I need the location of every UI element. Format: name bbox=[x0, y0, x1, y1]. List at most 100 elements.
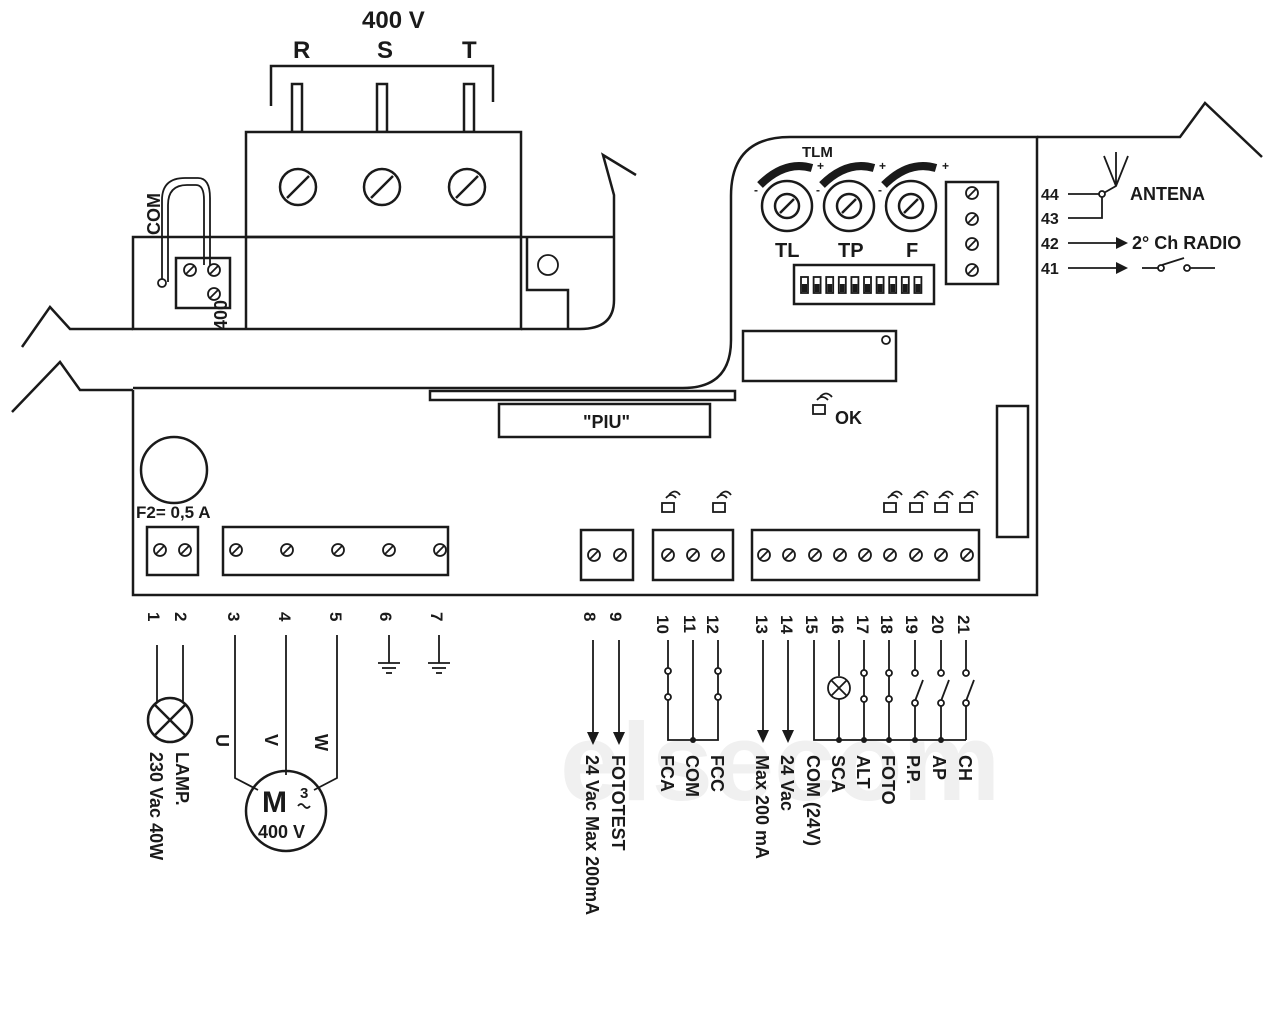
terminal-number: 1 bbox=[144, 612, 163, 621]
terminal-number: 5 bbox=[326, 612, 345, 621]
svg-text:+: + bbox=[817, 159, 824, 173]
fototest-label: FOTOTEST bbox=[608, 755, 628, 851]
antenna-label: ANTENA bbox=[1130, 184, 1205, 204]
terminal-number: 9 bbox=[606, 612, 625, 621]
screw-icon bbox=[909, 548, 923, 562]
trimmer-group-label: TLM bbox=[802, 144, 833, 161]
piu-label: "PIU" bbox=[583, 412, 630, 432]
junction-dot bbox=[938, 737, 944, 743]
dip-switch-lever bbox=[877, 284, 883, 292]
antenna-icon bbox=[1098, 152, 1129, 198]
phase-r: R bbox=[293, 37, 310, 64]
dip-switch-lever bbox=[827, 284, 833, 292]
transformer-com-label: COM bbox=[144, 193, 164, 235]
terminal-number: 8 bbox=[580, 612, 599, 621]
led-icon bbox=[883, 490, 903, 513]
radio-terminal-42: 42 bbox=[1041, 236, 1059, 253]
screw-icon bbox=[960, 548, 974, 562]
fototest-spec-label: 24 Vac Max 200mA bbox=[582, 755, 602, 915]
supply-section: 400 V R S T bbox=[244, 7, 523, 239]
trimmer-section: TLM -+ -+ -+ TL TP F bbox=[754, 144, 949, 262]
side-connector bbox=[995, 404, 1030, 539]
fuse-holder bbox=[139, 435, 209, 505]
trimmer-tl-label: TL bbox=[775, 240, 799, 262]
fototest-circuit: FOTOTEST 24 Vac Max 200mA bbox=[582, 640, 628, 915]
radio-contact-switch-icon bbox=[1142, 257, 1215, 272]
screw-icon bbox=[382, 543, 396, 557]
dip-switch bbox=[837, 276, 847, 294]
junction-dot bbox=[886, 737, 892, 743]
led-icon bbox=[909, 490, 929, 513]
pp-label: P.P. bbox=[903, 755, 923, 784]
transformer-section: COM 400 bbox=[131, 152, 637, 331]
screw-icon bbox=[833, 548, 847, 562]
screw-icon bbox=[613, 548, 627, 562]
motor-icon bbox=[244, 769, 328, 853]
com-label: COM bbox=[682, 755, 702, 797]
junction-dot bbox=[861, 737, 867, 743]
max-current-label: Max 200 mA bbox=[752, 755, 772, 859]
dip-switch-lever bbox=[865, 284, 870, 292]
screw-icon bbox=[965, 263, 979, 277]
svg-text:+: + bbox=[879, 159, 886, 173]
screw-icon bbox=[965, 186, 979, 200]
radio-terminal-44: 44 bbox=[1041, 187, 1059, 204]
terminal-block-8-9 bbox=[579, 528, 635, 582]
terminal-numbers: 1 2 3 4 5 6 7 8 9 10 11 12 13 14 15 16 1… bbox=[144, 612, 973, 634]
command-inputs-circuit: COM (24V) SCA ALT FOTO P.P. AP CH bbox=[803, 640, 975, 846]
terminal-number: 14 bbox=[777, 615, 796, 634]
dip-switch-lever bbox=[839, 284, 845, 292]
earth-icon bbox=[428, 635, 450, 674]
screw-icon bbox=[661, 548, 675, 562]
supply-screws bbox=[278, 167, 487, 207]
radio-terminal-43: 43 bbox=[1041, 211, 1059, 228]
dip-switch bbox=[913, 276, 923, 294]
radio-terminal-block bbox=[944, 180, 1000, 286]
terminal-number: 15 bbox=[802, 615, 821, 634]
fcc-label: FCC bbox=[707, 755, 727, 792]
dip-switch-lever bbox=[902, 284, 908, 292]
svg-text:-: - bbox=[816, 183, 820, 197]
terminal-number: 13 bbox=[752, 615, 771, 634]
motor-w-label: W bbox=[311, 734, 331, 751]
motor-circuit: U V W M 3 400 V bbox=[212, 635, 338, 853]
svg-text:+: + bbox=[942, 159, 949, 173]
terminal-number: 18 bbox=[877, 615, 896, 634]
ok-led-icon bbox=[812, 392, 833, 415]
trimmer-tp-label: TP bbox=[838, 240, 864, 262]
screw-icon bbox=[883, 548, 897, 562]
screw-icon bbox=[331, 543, 345, 557]
power-output-circuit: Max 200 mA 24 Vac bbox=[752, 640, 797, 859]
dip-switch bbox=[875, 276, 885, 294]
terminal-number: 4 bbox=[275, 612, 294, 622]
ap-label: AP bbox=[929, 755, 949, 780]
dip-switch-lever bbox=[814, 284, 820, 292]
lamp-spec-label: 230 Vac 40W bbox=[146, 752, 166, 860]
motor-voltage: 400 V bbox=[258, 822, 305, 842]
svg-text:-: - bbox=[878, 183, 882, 197]
screw-icon bbox=[178, 543, 192, 557]
terminal-number: 3 bbox=[224, 612, 243, 621]
dip-switch-lever bbox=[852, 284, 858, 292]
terminal-number: 10 bbox=[653, 615, 672, 634]
junction-dot bbox=[836, 737, 842, 743]
com24-label: COM (24V) bbox=[803, 755, 823, 846]
screw-icon bbox=[934, 548, 948, 562]
nc-contact-icon bbox=[860, 640, 868, 740]
led-icon bbox=[959, 490, 979, 513]
earth-icon bbox=[378, 635, 400, 674]
terminal-block-3-7 bbox=[221, 525, 450, 577]
terminal-number: 11 bbox=[680, 615, 699, 633]
phase-s: S bbox=[377, 37, 393, 64]
dip-switch bbox=[888, 276, 898, 294]
screw-icon bbox=[686, 548, 700, 562]
sca-label: SCA bbox=[828, 755, 848, 793]
screw-icon bbox=[965, 212, 979, 226]
terminal-number: 7 bbox=[427, 612, 446, 621]
dip-switch-lever bbox=[890, 284, 896, 292]
motor-phase-count: 3 bbox=[300, 785, 308, 802]
radio-section: 44 43 42 41 ANTENA 2° Ch RADIO bbox=[1041, 152, 1241, 278]
screw-icon bbox=[280, 543, 294, 557]
transformer-tap-label: 400 bbox=[211, 300, 231, 330]
